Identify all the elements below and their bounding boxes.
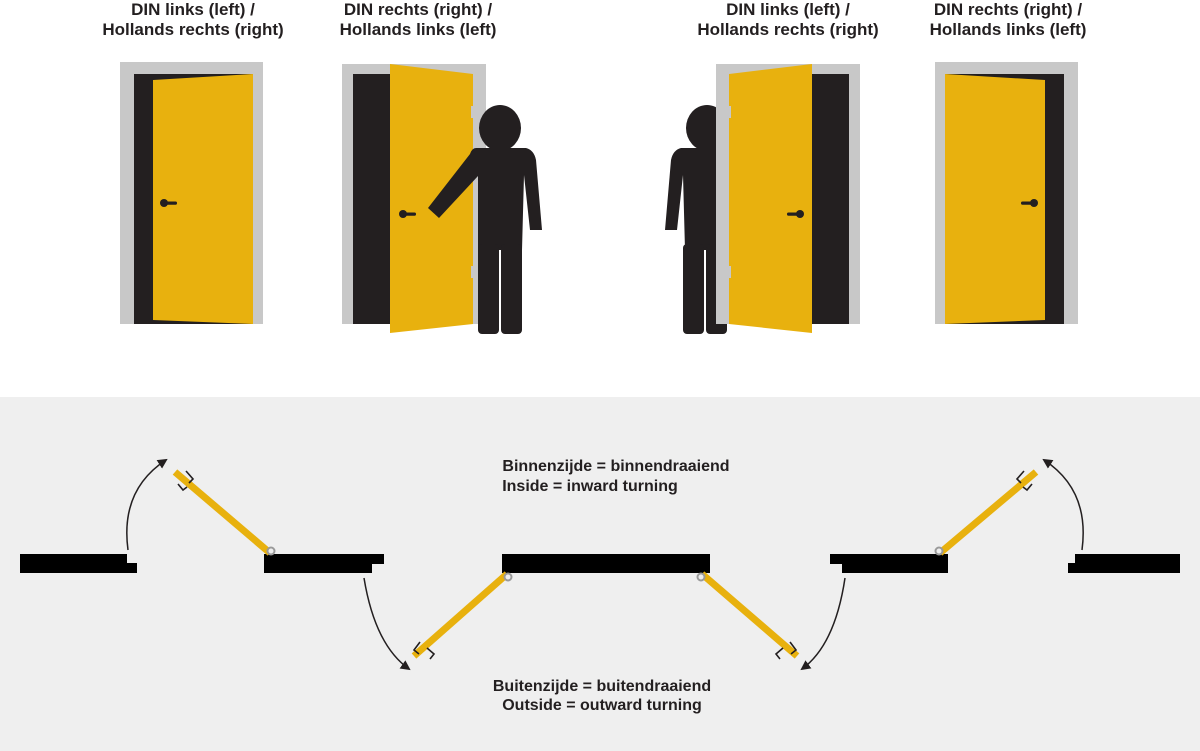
door2-leaf bbox=[390, 64, 473, 333]
door3-elevation bbox=[716, 64, 860, 333]
swing-arrow-1 bbox=[126, 458, 168, 551]
door4-elevation bbox=[935, 62, 1078, 324]
plan-swing-arrows bbox=[126, 458, 1084, 671]
plan-handle-2-icon bbox=[412, 641, 421, 655]
wall-segment-4-lower bbox=[842, 563, 948, 573]
wall-segment-2 bbox=[264, 554, 384, 564]
door2-hinge-top bbox=[471, 106, 475, 118]
door1-leaf bbox=[153, 74, 253, 324]
inside-caption-line2: Inside = inward turning bbox=[502, 478, 678, 495]
door4-caption-line1: DIN rechts (right) / bbox=[934, 0, 1083, 19]
door2-elevation bbox=[342, 64, 486, 333]
person1-figure bbox=[428, 105, 542, 334]
door3-handle-icon bbox=[787, 210, 804, 218]
plan-walls bbox=[20, 554, 1180, 573]
wall-segment-1-rebate bbox=[120, 563, 137, 573]
plan-hinge-1 bbox=[266, 546, 276, 556]
plan-handle-1-icon bbox=[185, 470, 195, 484]
wall-segment-3 bbox=[502, 554, 710, 573]
plan-handle-2b-icon bbox=[426, 647, 436, 660]
plan-handle-4b-icon bbox=[1022, 483, 1033, 492]
plan-door-leaves bbox=[172, 469, 1039, 659]
door3-hinge-top bbox=[727, 106, 731, 118]
door1-handle-icon bbox=[160, 199, 177, 207]
inside-caption-line1: Binnenzijde = binnendraaiend bbox=[502, 458, 729, 475]
plan-hinge-4 bbox=[934, 546, 944, 556]
door1-elevation bbox=[120, 62, 263, 324]
plan-leaf-3 bbox=[699, 571, 800, 659]
door3-leaf bbox=[729, 64, 812, 333]
plan-handle-3b-icon bbox=[774, 647, 784, 660]
floor-plan-panel bbox=[0, 397, 1200, 751]
wall-segment-2-lower bbox=[264, 563, 372, 573]
door3-caption-line2: Hollands rechts (right) bbox=[697, 20, 878, 39]
swing-arrow-2 bbox=[363, 577, 411, 671]
plan-handle-1b-icon bbox=[177, 483, 188, 492]
swing-arrow-3 bbox=[800, 577, 846, 671]
door4-caption-line2: Hollands links (left) bbox=[930, 20, 1087, 39]
wall-segment-5-rebate bbox=[1068, 563, 1082, 573]
plan-handles bbox=[177, 470, 1033, 660]
door2-caption-line1: DIN rechts (right) / bbox=[344, 0, 493, 19]
outside-caption-line2: Outside = outward turning bbox=[502, 697, 702, 714]
plan-hinge-2 bbox=[503, 572, 513, 582]
plan-hinges bbox=[266, 546, 944, 582]
plan-leaf-4 bbox=[937, 469, 1039, 556]
plan-hinge-3 bbox=[696, 572, 706, 582]
door2-caption-line2: Hollands links (left) bbox=[340, 20, 497, 39]
wall-segment-4 bbox=[830, 554, 948, 564]
door4-leaf bbox=[945, 74, 1045, 324]
plan-handle-3-icon bbox=[789, 641, 798, 655]
door1-caption-line1: DIN links (left) / bbox=[131, 0, 255, 19]
door3-caption-line1: DIN links (left) / bbox=[726, 0, 850, 19]
plan-handle-4-icon bbox=[1015, 470, 1025, 484]
door3-hinge-bottom bbox=[727, 266, 731, 278]
wall-segment-5 bbox=[1075, 554, 1180, 573]
door2-handle-icon bbox=[399, 210, 416, 218]
door4-handle-icon bbox=[1021, 199, 1038, 207]
outside-caption-line1: Buitenzijde = buitendraaiend bbox=[493, 678, 711, 695]
door1-caption-line2: Hollands rechts (right) bbox=[102, 20, 283, 39]
door2-hinge-bottom bbox=[471, 266, 475, 278]
plan-leaf-1 bbox=[172, 469, 273, 556]
swing-arrow-4 bbox=[1042, 458, 1084, 551]
plan-leaf-2 bbox=[411, 571, 510, 659]
wall-segment-1 bbox=[20, 554, 127, 573]
